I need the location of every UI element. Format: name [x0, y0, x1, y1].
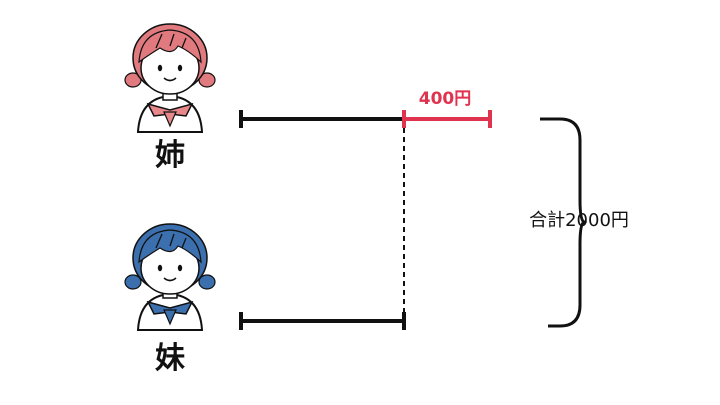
difference-tape: [402, 110, 492, 128]
total-label: 合計2000円: [529, 210, 629, 231]
total-bracket: [540, 117, 588, 328]
younger-sister-tape: [239, 312, 406, 330]
younger-sister-label: 妹: [155, 341, 185, 376]
older-sister-avatar-icon: [124, 23, 216, 133]
younger-sister-avatar-icon: [124, 223, 216, 331]
older-sister-tape: [239, 110, 404, 128]
older-sister-label: 姉: [155, 138, 185, 173]
difference-label: 400円: [419, 89, 472, 109]
